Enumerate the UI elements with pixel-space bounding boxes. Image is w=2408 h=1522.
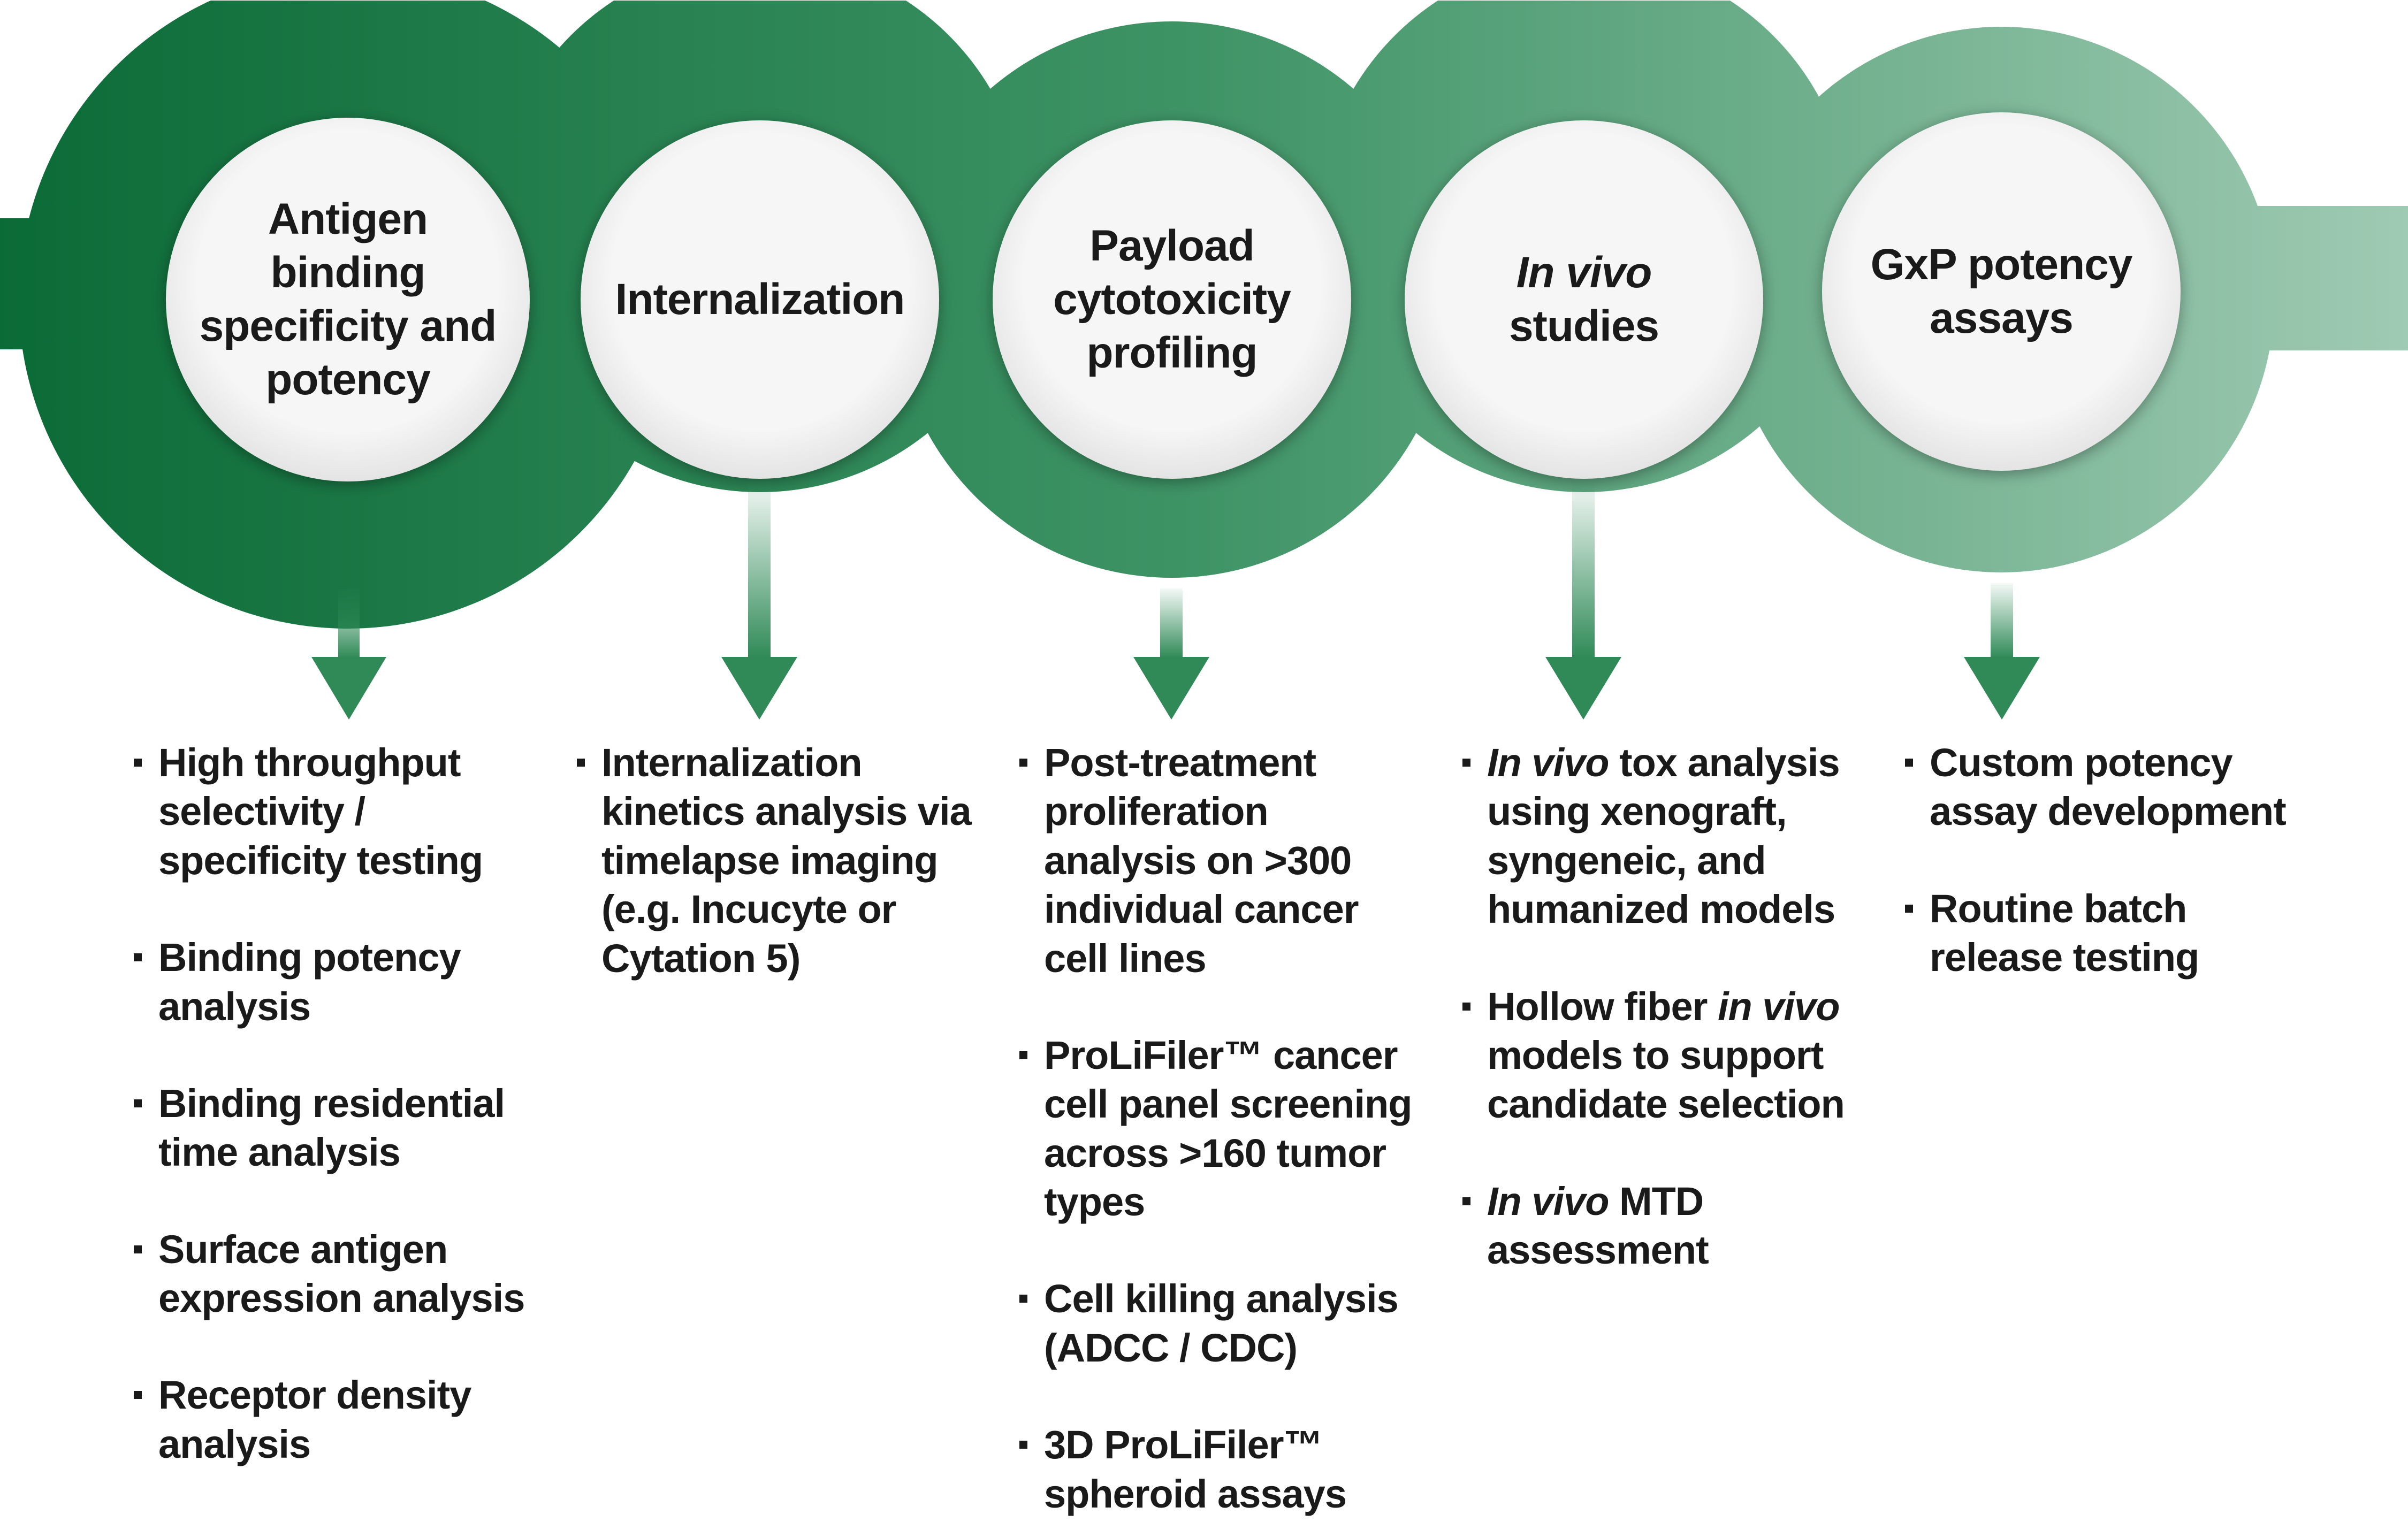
bullet-item: Cell killing analysis (ADCC / CDC) [1019,1274,1415,1372]
bullet-list-payload: Post-treatment proliferation analysis on… [1019,738,1415,1518]
bullet-list-antigen: High throughput selectivity / specificit… [134,738,530,1469]
bullet-item: Surface antigen expression analysis [134,1225,530,1323]
bullet-item: ProLiFiler™ cancer cell panel screening … [1019,1031,1415,1227]
stage-title-line: cytotoxicity [1053,274,1291,324]
stage-circle-antigen [166,118,530,481]
bullet-text: Custom potency assay development [1930,740,2287,834]
stage-title-antigen: Antigen binding specificity and potency [177,160,519,439]
bullet-text: Cell killing analysis (ADCC / CDC) [1044,1276,1399,1370]
bullet-text: Binding potency analysis [158,935,461,1029]
stage-title-rest: studies [1508,302,1659,350]
bullet-text: Hollow fiber [1487,984,1718,1029]
down-arrow-icon [1545,481,1621,720]
stage-title-line: assays [1930,294,2074,342]
bullet-item: Binding potency analysis [134,933,530,1031]
bullet-text: MTD assessment [1487,1179,1709,1272]
bullet-item: 3D ProLiFiler™ spheroid assays [1019,1420,1415,1518]
bullet-item: Post-treatment proliferation analysis on… [1019,738,1415,983]
stage-title-line: Internalization [615,274,905,324]
down-arrow-icon [311,588,386,720]
bullet-text: 3D ProLiFiler™ spheroid assays [1044,1422,1347,1516]
stage-title-internalization: Internalization [589,160,931,439]
bullet-text: Routine batch release testing [1930,886,2199,980]
stage-title-in-vivo: In vivo studies [1413,160,1755,439]
stage-title-line: GxP potency [1870,240,2133,289]
bullet-item: Receptor density analysis [134,1371,530,1469]
bullet-text: ProLiFiler™ cancer cell panel screening … [1044,1032,1412,1224]
stage-title-gxp: GxP potency assays [1830,152,2173,431]
process-wave-diagram [0,0,2408,720]
bullet-text: Post-treatment proliferation analysis on… [1044,740,1359,981]
bullet-text-italic: In vivo [1487,740,1609,785]
bullet-item: Routine batch release testing [1905,884,2301,982]
stage-title-line: Payload [1089,221,1254,270]
stage-title-line: profiling [1086,328,1258,378]
stage-title-italic: In vivo [1516,248,1652,297]
bullet-text-italic: in vivo [1718,984,1840,1029]
bullet-list-internalization: Internalization kinetics analysis via ti… [577,738,973,983]
bullet-item: In vivo tox analysis using xenograft, sy… [1462,738,1858,934]
down-arrow-icon [1964,583,2040,720]
bullet-text: tox analysis using xenograft, syngeneic,… [1487,740,1840,932]
bullet-item: Internalization kinetics analysis via ti… [577,738,973,983]
bullet-text: Internalization kinetics analysis via ti… [601,740,972,981]
stage-circle-gxp [1822,112,2181,471]
wave-top-mask [0,0,2408,1]
down-arrow-icon [1133,588,1209,720]
stage-title-payload: Payload cytotoxicity profiling [1001,160,1343,439]
bullet-item: High throughput selectivity / specificit… [134,738,530,885]
bullet-list-in-vivo: In vivo tox analysis using xenograft, sy… [1462,738,1858,1274]
stage-circles [166,112,2181,481]
bullet-item: Binding residential time analysis [134,1079,530,1177]
stage-circle-internalization [581,120,939,479]
stage-circle-payload [993,120,1351,479]
down-arrows [311,481,2040,720]
bullet-text: High throughput selectivity / specificit… [158,740,483,883]
bullet-text: Receptor density analysis [158,1373,471,1466]
bullet-item: Hollow fiber in vivo models to support c… [1462,982,1858,1129]
bullet-item: In vivo MTD assessment [1462,1177,1858,1275]
bullet-item: Custom potency assay development [1905,738,2301,836]
stage-title-line: Antigen [268,194,428,243]
down-arrow-icon [721,481,797,720]
bullet-text: models to support candidate selection [1487,1032,1845,1127]
bullet-text-italic: In vivo [1487,1179,1609,1223]
bullet-text: Surface antigen expression analysis [158,1227,525,1320]
stage-title-line: specificity and [199,302,497,350]
stage-title-line: potency [265,355,430,404]
stage-title-line: In vivo studies [1509,246,1659,353]
stage-circle-in-vivo [1405,120,1763,479]
stage-title-line: binding [270,248,425,297]
bullet-text: Binding residential time analysis [158,1081,505,1175]
